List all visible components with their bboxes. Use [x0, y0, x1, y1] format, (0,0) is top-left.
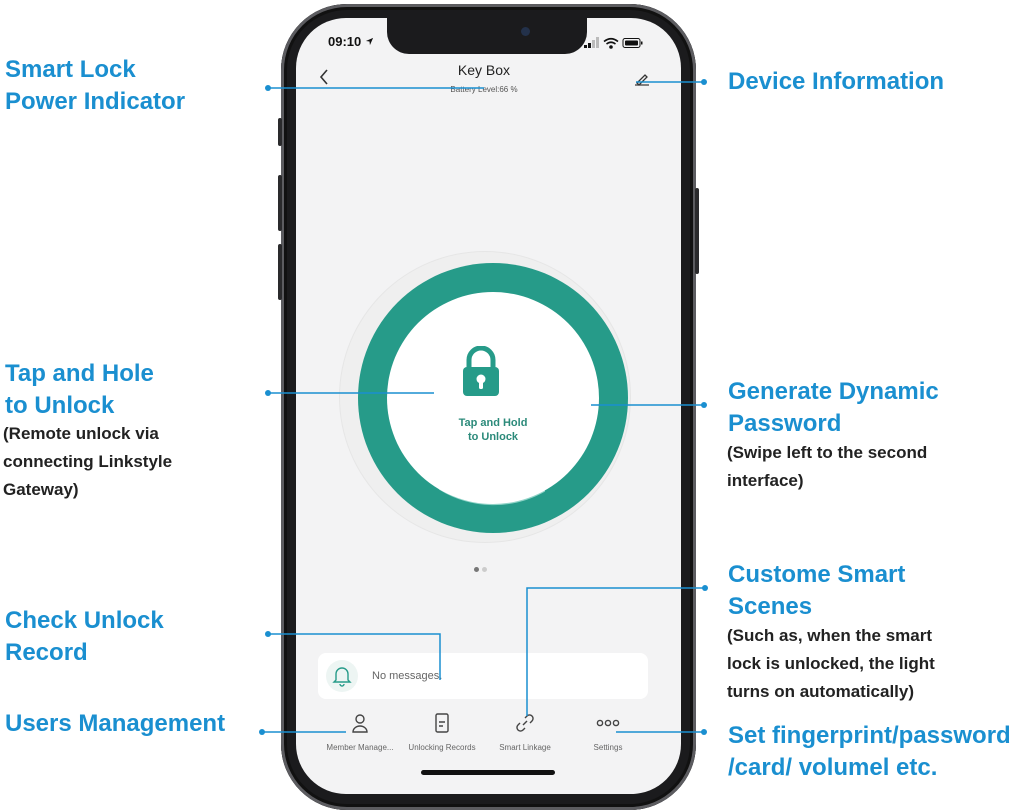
chevron-left-icon — [319, 69, 328, 85]
signal-icon — [584, 37, 599, 48]
bell-icon — [332, 667, 352, 687]
annotation-line: Power Indicator — [5, 88, 186, 115]
annotation-line: Scenes — [728, 593, 813, 620]
annotation-power-indicator: Smart Lock Power Indicator — [5, 54, 185, 118]
annotation-line: Record — [5, 639, 88, 666]
edit-button[interactable] — [634, 72, 650, 91]
tab-member-management[interactable]: Member Manage... — [317, 712, 403, 752]
document-icon — [435, 713, 449, 733]
annotation-line: to Unlock — [5, 392, 115, 419]
annotation-line: (Swipe left to the second — [727, 443, 928, 462]
status-time-text: 09:10 — [328, 34, 362, 49]
annotation-line: Device Information — [728, 68, 945, 95]
lock-icon — [459, 345, 503, 403]
tab-label: Unlocking Records — [408, 743, 476, 752]
unlock-label: Tap and Hold to Unlock — [432, 416, 554, 444]
back-button[interactable] — [318, 68, 330, 91]
volume-down-button — [278, 244, 282, 300]
callout-dot — [265, 390, 271, 396]
battery-icon — [622, 38, 643, 48]
annotation-line: interface) — [727, 471, 804, 490]
annotation-users-management: Users Management — [5, 708, 225, 740]
page-dot-active — [474, 567, 479, 572]
unlock-button[interactable] — [387, 292, 599, 504]
status-icons — [584, 36, 644, 54]
page-dot — [482, 567, 487, 572]
annotation-dynamic-password: Generate Dynamic Password — [728, 376, 939, 440]
unlock-label-line: to Unlock — [467, 431, 519, 443]
unlock-label-line: Tap and Hold — [458, 417, 528, 429]
status-time: 09:10 — [328, 34, 374, 49]
callout-dot — [265, 85, 271, 91]
annotation-line: Password — [728, 410, 842, 437]
power-button — [695, 188, 699, 274]
battery-level: Battery Level:66 % — [450, 85, 518, 94]
annotation-line: Generate Dynamic — [728, 378, 939, 405]
pencil-icon — [635, 74, 649, 86]
tab-label: Smart Linkage — [499, 743, 551, 752]
annotation-tap-hold: Tap and Hole to Unlock — [5, 358, 154, 422]
callout-dot — [265, 631, 271, 637]
annotation-device-info: Device Information — [728, 66, 944, 98]
mute-switch — [278, 118, 282, 146]
annotation-line: connecting Linkstyle — [3, 452, 173, 471]
annotation-line: Smart Lock — [5, 56, 136, 83]
annotation-smart-scenes-note: (Such as, when the smart lock is unlocke… — [727, 622, 935, 706]
phone-notch — [387, 18, 587, 54]
annotation-line: Custome Smart — [728, 561, 906, 588]
tab-label: Member Manage... — [326, 743, 394, 752]
callout-dot — [259, 729, 265, 735]
annotation-line: turns on automatically) — [727, 682, 915, 701]
annotation-line: lock is unlocked, the light — [727, 654, 935, 673]
bell-icon-wrap — [326, 660, 358, 692]
annotation-line: Tap and Hole — [5, 360, 154, 387]
message-card[interactable] — [318, 653, 648, 699]
callout-dot — [702, 585, 708, 591]
callout-dot — [701, 402, 707, 408]
page-title: Key Box — [457, 62, 511, 78]
tab-unlocking-records[interactable]: Unlocking Records — [399, 712, 485, 752]
wifi-icon — [603, 37, 619, 49]
annotation-line: Check Unlock — [5, 607, 164, 634]
link-icon — [516, 714, 534, 732]
tab-settings[interactable]: Settings — [565, 712, 651, 752]
annotation-line: Gateway) — [3, 480, 79, 499]
annotation-line: (Such as, when the smart — [727, 626, 932, 645]
annotation-line: Users Management — [5, 710, 226, 737]
annotation-unlock-record: Check Unlock Record — [5, 605, 164, 669]
annotation-line: /card/ volumel etc. — [728, 754, 938, 781]
annotation-settings: Set fingerprint/password /card/ volumel … — [728, 720, 1011, 784]
front-camera — [521, 27, 530, 36]
annotation-line: (Remote unlock via — [3, 424, 159, 443]
home-indicator — [421, 770, 555, 775]
annotation-dynamic-password-note: (Swipe left to the second interface) — [727, 439, 927, 495]
annotation-smart-scenes: Custome Smart Scenes — [728, 559, 905, 623]
location-icon — [365, 37, 373, 46]
person-icon — [352, 714, 368, 733]
tab-smart-linkage[interactable]: Smart Linkage — [482, 712, 568, 752]
annotation-tap-hold-note: (Remote unlock via connecting Linkstyle … — [3, 420, 172, 504]
page-indicator[interactable] — [474, 559, 490, 577]
more-icon — [596, 719, 620, 727]
volume-up-button — [278, 175, 282, 231]
messages-text: No messages. — [372, 670, 443, 682]
callout-dot — [701, 79, 707, 85]
annotation-line: Set fingerprint/password — [728, 722, 1011, 749]
callout-dot — [701, 729, 707, 735]
tab-label: Settings — [593, 743, 623, 752]
